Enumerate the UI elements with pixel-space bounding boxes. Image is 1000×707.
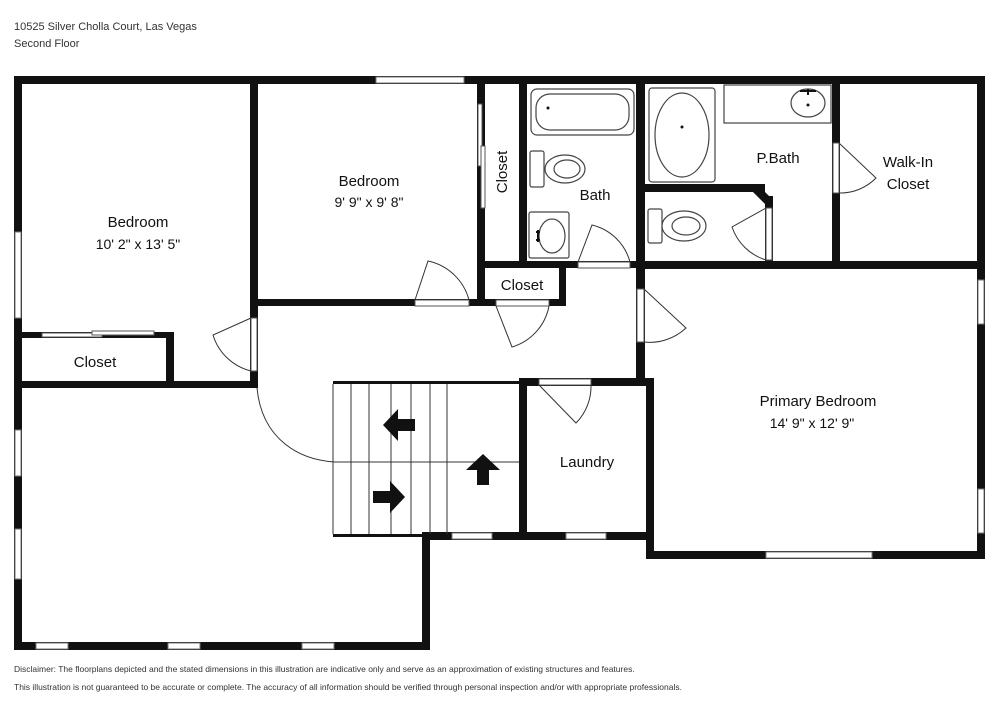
fixtures xyxy=(528,84,832,259)
room-name-closet-hall: Closet xyxy=(501,277,544,294)
arrow-right-icon xyxy=(373,481,405,513)
floor-label: Second Floor xyxy=(14,38,80,50)
room-name-laundry: Laundry xyxy=(560,454,615,471)
room-name-pbath: P.Bath xyxy=(756,150,799,167)
disclaimer-line-2: This illustration is not guaranteed to b… xyxy=(14,682,682,692)
windows xyxy=(14,76,985,650)
stair-arrows xyxy=(373,409,500,513)
room-name-closet-vertical: Closet xyxy=(494,150,511,193)
room-dims-bedroom-mid: 9' 9" x 9' 8" xyxy=(335,194,404,210)
room-dims-primary: 14' 9" x 12' 9" xyxy=(770,415,855,431)
room-name-walkin: Walk-In xyxy=(883,154,933,171)
arrow-up-icon xyxy=(466,454,500,485)
room-dims-bedroom-left: 10' 2" x 13' 5" xyxy=(96,236,181,252)
room-name-bedroom-mid: Bedroom xyxy=(339,173,400,190)
property-address: 10525 Silver Cholla Court, Las Vegas xyxy=(14,21,197,33)
room-name-closet-left: Closet xyxy=(74,354,117,371)
room-labels: Bedroom 10' 2" x 13' 5" Bedroom 9' 9" x … xyxy=(74,150,933,471)
room-name-bath: Bath xyxy=(580,187,611,204)
staircase xyxy=(332,384,519,534)
room-name-primary: Primary Bedroom xyxy=(760,393,877,410)
room-name-walkin-line2: Closet xyxy=(887,176,930,193)
arrow-left-icon xyxy=(383,409,415,441)
doors xyxy=(41,103,877,463)
room-name-bedroom-left: Bedroom xyxy=(108,214,169,231)
disclaimer-line-1: Disclaimer: The floorplans depicted and … xyxy=(14,664,635,674)
